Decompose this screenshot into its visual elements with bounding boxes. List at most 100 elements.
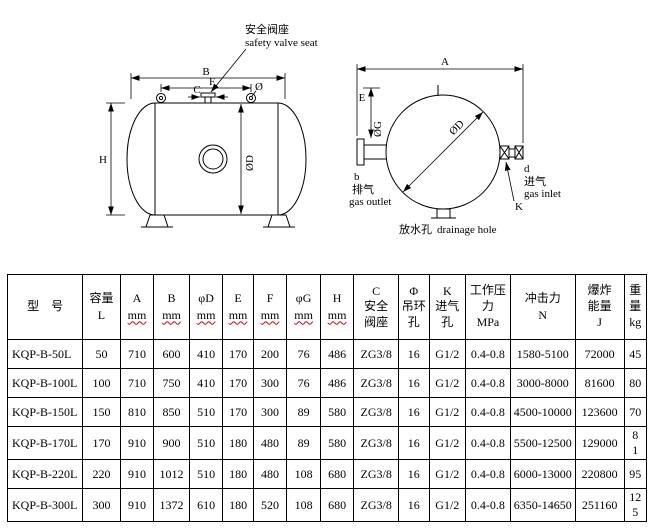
- safety-valve-seat-label-cn: 安全阀座: [245, 22, 289, 36]
- spec-cell: G1/2: [428, 397, 467, 427]
- spec-cell: ZG3/8: [353, 488, 400, 522]
- column-header-text: K 进气 孔: [435, 283, 460, 329]
- column-header-text: 重 量: [629, 283, 642, 313]
- phi-leader-line: [251, 90, 257, 97]
- spec-cell: 910: [119, 459, 155, 489]
- spec-cell: 170: [222, 368, 254, 398]
- drain-stub: [431, 208, 456, 219]
- spec-cell: 170: [222, 339, 254, 369]
- spec-cell: 520: [252, 488, 288, 522]
- inlet-tag-label: d: [524, 163, 530, 175]
- dim-label-C: C: [193, 84, 200, 96]
- side-view-drawing: [126, 92, 307, 228]
- model-cell: KQP-B-100L: [6, 368, 84, 398]
- spec-cell: ZG3/8: [353, 339, 400, 369]
- spec-cell: 50: [82, 339, 121, 369]
- spec-cell: G1/2: [428, 339, 467, 369]
- dim-label-B: B: [202, 66, 209, 78]
- spec-cell: 251160: [574, 488, 625, 522]
- spec-cell: 123600: [574, 397, 625, 427]
- model-cell: KQP-B-150L: [6, 397, 84, 427]
- spec-cell: 1372: [153, 488, 190, 522]
- column-unit-label: mm: [327, 307, 347, 322]
- spec-cell: 6350-14650: [509, 488, 576, 522]
- column-header-text: 工作压 力: [469, 283, 506, 313]
- spec-cell: 16: [398, 488, 430, 522]
- drain-label-cn: 放水孔: [399, 222, 432, 236]
- spec-cell: 150: [82, 397, 121, 427]
- spec-cell: G1/2: [428, 459, 467, 489]
- dim-label-F: F: [209, 76, 215, 88]
- drain-label-en: drainage hole: [437, 224, 497, 236]
- dim-label-K: K: [515, 201, 523, 213]
- spec-cell: 0.4-0.8: [465, 368, 511, 398]
- spec-cell: 200: [252, 339, 288, 369]
- spec-cell: 610: [188, 488, 224, 522]
- safety-valve-seat-fitting: [200, 92, 216, 104]
- spec-cell: 510: [188, 459, 224, 489]
- model-cell: KQP-B-50L: [6, 339, 84, 369]
- spec-cell: 76: [286, 339, 321, 369]
- spec-cell: 76: [286, 368, 321, 398]
- column-header-text: E: [234, 290, 242, 305]
- spec-cell: 410: [188, 339, 224, 369]
- column-header: K 进气 孔: [428, 274, 467, 340]
- spec-cell: 72000: [574, 339, 625, 369]
- end-view-dimension-lines: [356, 64, 524, 202]
- column-header: 爆炸 能量 J: [574, 274, 625, 340]
- column-unit-label: J: [597, 315, 602, 330]
- spec-cell: 8 1: [623, 426, 648, 460]
- K-leader-line: [504, 161, 515, 202]
- lifting-lug-right: [246, 93, 256, 103]
- column-unit-label: mm: [260, 307, 280, 322]
- spec-cell: 180: [222, 426, 254, 460]
- spec-cell: 680: [319, 488, 355, 522]
- spec-cell: 680: [319, 459, 355, 489]
- spec-cell: 486: [319, 368, 355, 398]
- spec-cell: 89: [286, 397, 321, 427]
- spec-cell: 486: [319, 339, 355, 369]
- spec-cell: ZG3/8: [353, 426, 400, 460]
- side-view-dimension-lines: [106, 48, 286, 216]
- model-cell: KQP-B-300L: [6, 488, 84, 522]
- outlet-label-cn: 排气: [352, 182, 374, 196]
- spec-cell: ZG3/8: [353, 368, 400, 398]
- spec-cell: 300: [252, 368, 288, 398]
- spec-cell: 180: [222, 459, 254, 489]
- column-header: 型 号: [6, 274, 84, 340]
- spec-cell: 16: [398, 459, 430, 489]
- spec-cell: 70: [623, 397, 648, 427]
- outlet-flange: [356, 138, 365, 166]
- spec-cell: 510: [188, 397, 224, 427]
- spec-cell: 900: [153, 426, 190, 460]
- spec-cell: 16: [398, 339, 430, 369]
- column-header-text: φG: [295, 290, 312, 305]
- end-view-drawing: [356, 85, 524, 219]
- column-header-text: Φ 吊环 孔: [401, 283, 426, 329]
- dim-label-E: E: [359, 92, 366, 104]
- safety-valve-callout-leader: [210, 48, 247, 93]
- spec-cell: 89: [286, 426, 321, 460]
- dim-line-phiD-end: [402, 111, 484, 193]
- column-header-text: 爆炸 能量: [587, 283, 612, 313]
- column-header-text: φD: [198, 290, 214, 305]
- gas-outlet-pipe: [356, 138, 387, 166]
- manhole-outer-circle: [198, 144, 228, 174]
- dim-label-phi: Ø: [255, 81, 263, 93]
- spec-cell: 6000-13000: [509, 459, 576, 489]
- spec-cell: 300: [252, 397, 288, 427]
- technical-drawing-canvas: 安全阀座 safety valve seat B F C Ø H ØD: [99, 22, 561, 236]
- lifting-lug-left: [156, 93, 166, 103]
- spec-cell: 1012: [153, 459, 190, 489]
- spec-cell: 0.4-0.8: [465, 488, 511, 522]
- spec-cell: 810: [119, 397, 155, 427]
